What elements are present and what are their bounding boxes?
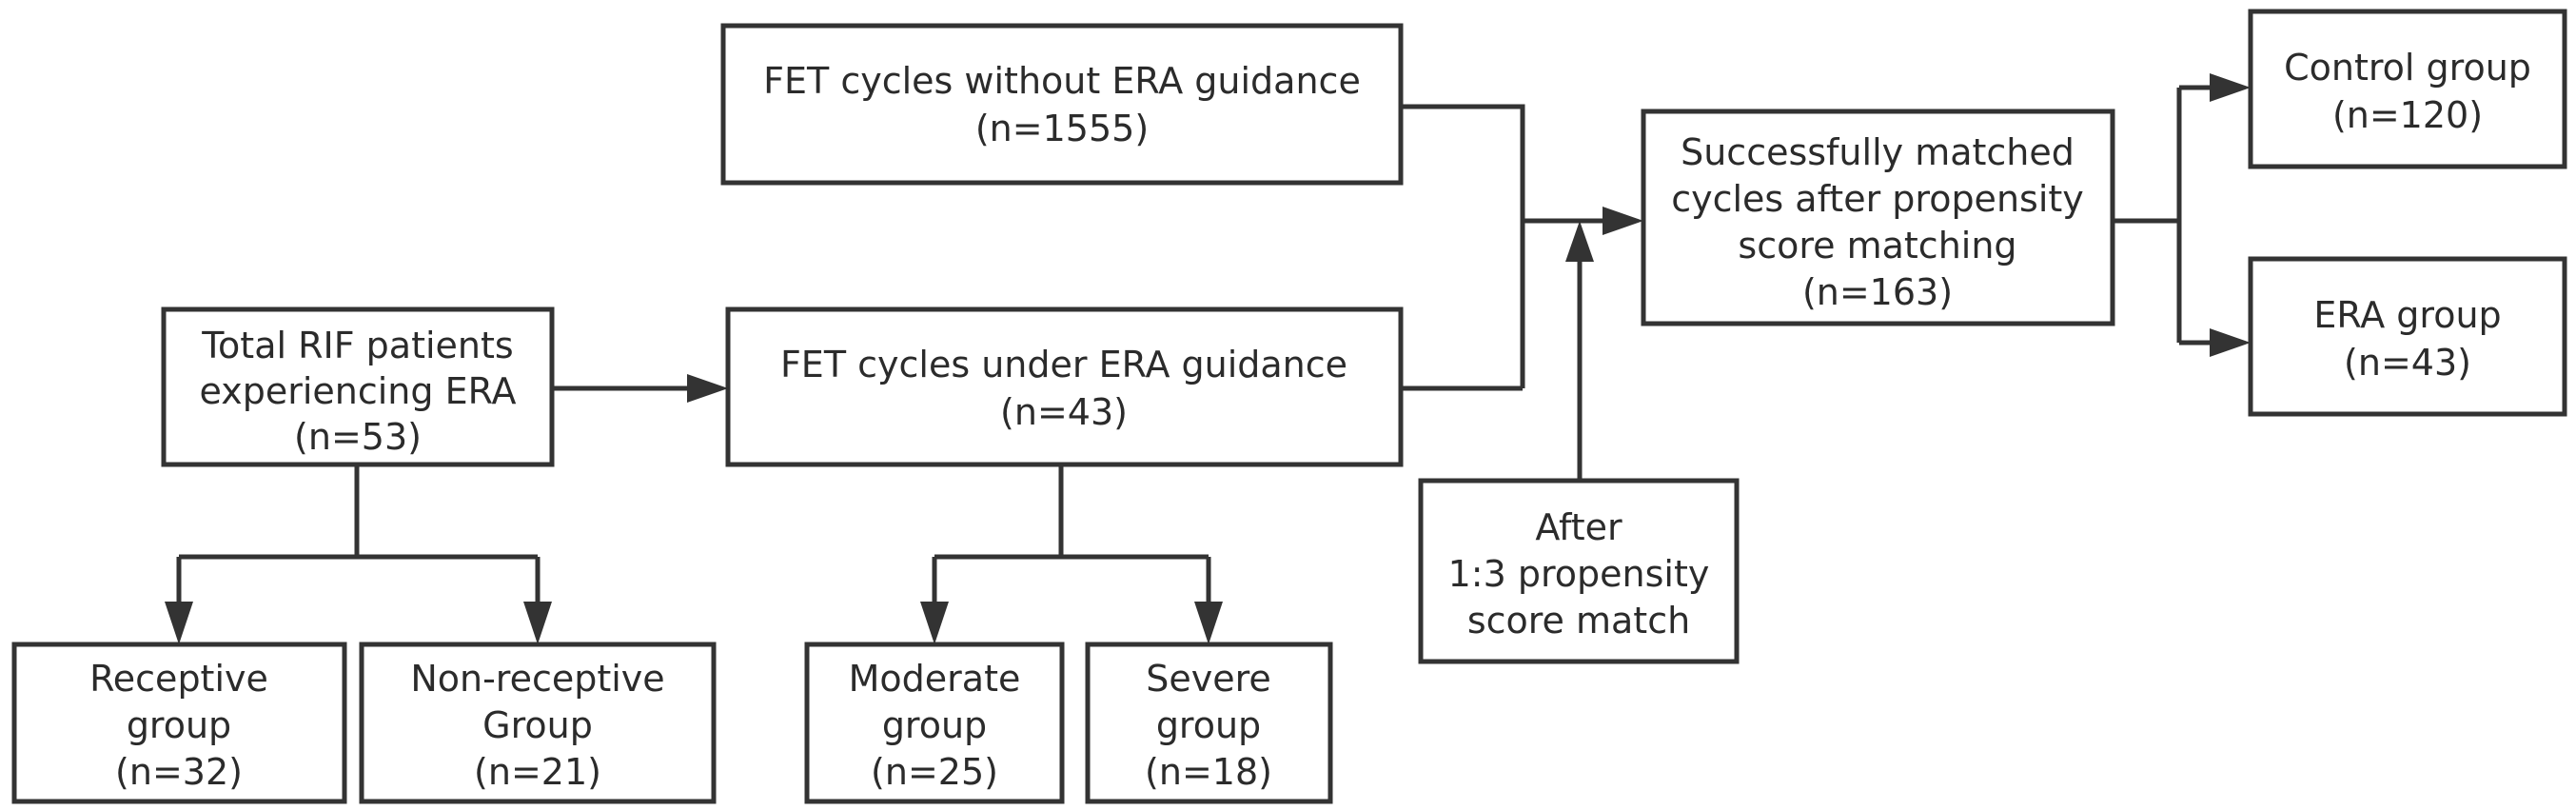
arrowhead-to-moderate — [920, 602, 949, 644]
node-text-line: (n=25) — [871, 751, 998, 793]
node-text-line: FET cycles without ERA guidance — [763, 60, 1361, 102]
node-moderate-group: Moderate group (n=25) — [804, 642, 1065, 804]
node-box — [1641, 109, 2115, 326]
node-fet-without-era: FET cycles without ERA guidance (n=1555) — [720, 23, 1404, 186]
node-text-line: (n=163) — [1802, 271, 1953, 313]
node-text-line: (n=32) — [115, 751, 243, 793]
arrowhead-to-era-group — [2210, 328, 2251, 357]
node-text-line: group — [127, 704, 231, 746]
node-text-line: ERA group — [2313, 294, 2501, 336]
node-text-line: cycles after propensity — [1671, 178, 2084, 220]
node-box — [720, 23, 1404, 186]
node-text-line: (n=18) — [1145, 751, 1272, 793]
node-text-line: (n=120) — [2332, 94, 2483, 136]
node-text-line: (n=43) — [1000, 391, 1128, 433]
arrowhead-to-severe — [1194, 602, 1223, 644]
node-text-line: group — [882, 704, 987, 746]
node-text-line: Severe — [1146, 658, 1271, 700]
node-box — [725, 306, 1404, 467]
arrowhead-to-control — [2210, 73, 2251, 102]
node-non-receptive-group: Non-receptive Group (n=21) — [359, 642, 717, 804]
connector-fet-without-to-merge — [1401, 104, 1525, 388]
node-total-rif: Total RIF patients experiencing ERA (n=5… — [161, 306, 555, 467]
node-box — [359, 642, 717, 804]
arrowhead-psm-to-merge — [1565, 221, 1594, 262]
node-text-line: FET cycles under ERA guidance — [780, 344, 1347, 385]
node-text-line: Control group — [2284, 47, 2531, 89]
node-text-line: (n=43) — [2344, 342, 2471, 384]
node-control-group: Control group (n=120) — [2248, 9, 2567, 169]
node-text-line: score match — [1467, 600, 1690, 642]
arrowhead-to-non-receptive — [523, 602, 552, 644]
node-text-line: Total RIF patients — [201, 325, 513, 366]
node-text-line: experiencing ERA — [200, 370, 517, 412]
node-text-line: (n=1555) — [975, 108, 1149, 149]
node-matched-cycles: Successfully matched cycles after propen… — [1641, 109, 2115, 326]
node-box — [2248, 9, 2567, 169]
node-severe-group: Severe group (n=18) — [1085, 642, 1333, 804]
node-box — [11, 642, 347, 804]
node-text-line: (n=21) — [474, 751, 601, 793]
node-text-line: Receptive — [89, 658, 268, 700]
node-text-line: After — [1535, 506, 1622, 548]
node-box — [1418, 478, 1740, 664]
connectors — [165, 73, 2251, 644]
node-text-line: score matching — [1738, 225, 2016, 267]
node-box — [2248, 256, 2567, 417]
node-era-group: ERA group (n=43) — [2248, 256, 2567, 417]
node-text-line: Successfully matched — [1681, 131, 2075, 173]
node-text-line: Group — [482, 704, 593, 746]
node-box — [161, 306, 555, 467]
arrowhead-merge-to-matched — [1603, 207, 1643, 235]
node-receptive-group: Receptive group (n=32) — [11, 642, 347, 804]
node-text-line: 1:3 propensity — [1448, 553, 1710, 595]
node-text-line: Non-receptive — [410, 658, 664, 700]
node-fet-under-era: FET cycles under ERA guidance (n=43) — [725, 306, 1404, 467]
node-box — [804, 642, 1065, 804]
node-text-line: Moderate — [849, 658, 1021, 700]
node-text-line: (n=53) — [294, 416, 422, 458]
node-after-psm: After 1:3 propensity score match — [1418, 478, 1740, 664]
node-box — [1085, 642, 1333, 804]
node-text-line: group — [1156, 704, 1261, 746]
arrowhead-rif-to-fet-era — [687, 374, 728, 403]
arrowhead-to-receptive — [165, 602, 193, 644]
